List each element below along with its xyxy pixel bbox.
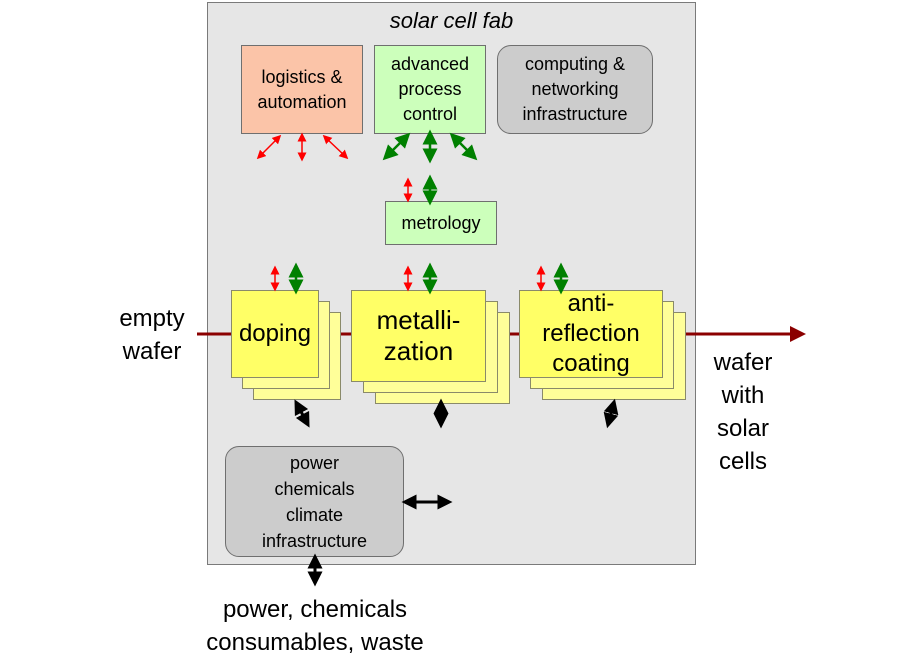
doping-box: doping xyxy=(231,290,319,378)
metrology-box: metrology xyxy=(385,201,497,245)
computing-networking-box: computing & networking infrastructure xyxy=(497,45,653,134)
apc-arrow-right xyxy=(449,132,478,161)
wafer-with-solar-cells-label: wafer with solar cells xyxy=(713,349,773,475)
empty-wafer-label: empty wafer xyxy=(119,305,185,365)
advanced-process-control-box: advanced process control xyxy=(374,45,486,134)
antireflection-infra-arrow xyxy=(603,398,619,429)
doping-infra-arrow xyxy=(294,399,310,428)
wafer-flow-arrowhead xyxy=(790,326,806,342)
apc-arrow-left xyxy=(382,132,411,161)
logistics-arrow-left xyxy=(256,134,282,160)
fab-title: solar cell fab xyxy=(389,8,514,33)
power-chemicals-infrastructure-box: power chemicals climate infrastructure xyxy=(225,446,404,557)
metallization-box: metalli- zation xyxy=(351,290,486,382)
logistics-arrow-right xyxy=(322,134,349,160)
supplies-label: power, chemicals consumables, waste xyxy=(206,596,424,656)
antireflection-coating-box: anti- reflection coating xyxy=(519,290,663,378)
